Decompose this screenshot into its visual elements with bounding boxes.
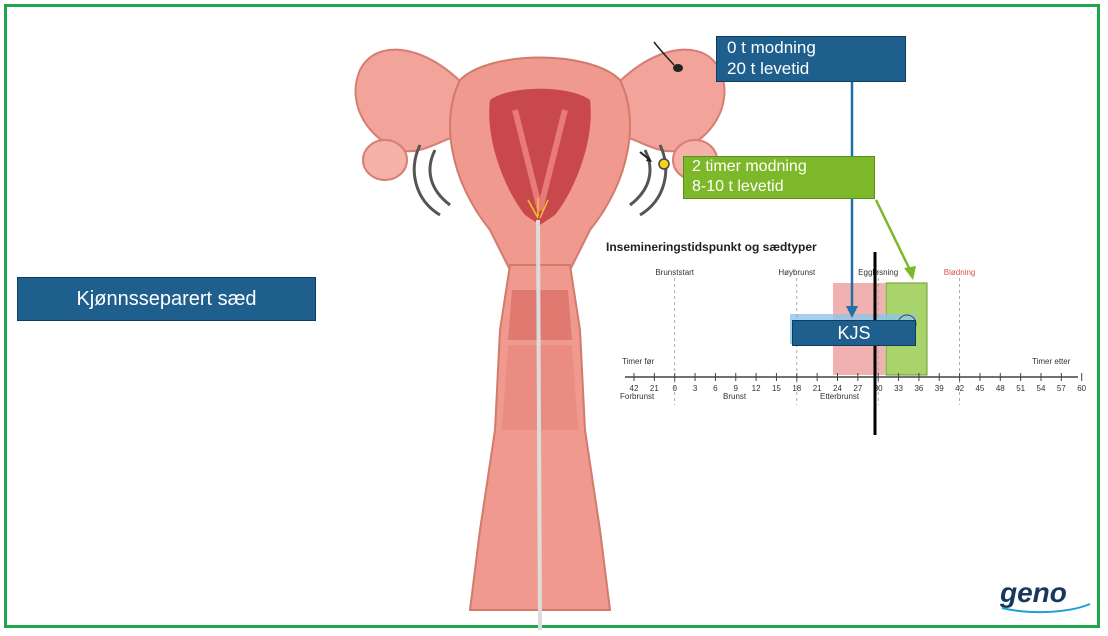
tick-label: 21	[650, 384, 659, 393]
event-label: Brunststart	[655, 268, 694, 277]
tick-label: 42	[955, 384, 964, 393]
tick-label: 18	[792, 384, 801, 393]
left-axis-label: Timer før	[622, 357, 654, 366]
tick-label: 3	[693, 384, 698, 393]
geno-logo: geno	[999, 577, 1091, 614]
tick-label: 45	[975, 384, 984, 393]
tick-label: 57	[1057, 384, 1066, 393]
tick-label: 33	[894, 384, 903, 393]
egg-maturation: 2 timer modning	[692, 158, 807, 175]
sexed-semen-text: Kjønnsseparert sæd	[76, 287, 257, 310]
tick-label: 15	[772, 384, 781, 393]
event-label: Eggløsning	[858, 268, 898, 277]
sperm-lifetime: 20 t levetid	[727, 59, 810, 78]
tick-label: 39	[935, 384, 944, 393]
tick-label: 0	[672, 384, 677, 393]
event-label: Blødning	[944, 268, 976, 277]
phase-etterbrunst: Etterbrunst	[820, 392, 860, 401]
tick-label: 42	[630, 384, 639, 393]
kjs-label: KJS	[792, 320, 916, 346]
right-axis-label: Timer etter	[1032, 357, 1071, 366]
tick-label: 24	[833, 384, 842, 393]
tick-label: 30	[874, 384, 883, 393]
tick-label: 51	[1016, 384, 1025, 393]
tick-label: 9	[734, 384, 739, 393]
tick-label: 48	[996, 384, 1005, 393]
kjs-text: KJS	[837, 322, 871, 343]
sperm-maturation: 0 t modning	[727, 38, 816, 57]
event-label: Høybrunst	[778, 268, 816, 277]
egg-info-box: 2 timer modning 8-10 t levetid	[683, 156, 875, 199]
logo-text: geno	[999, 577, 1067, 608]
tick-label: 12	[752, 384, 761, 393]
phase-forbrunst: Forbrunst	[620, 392, 655, 401]
tick-label: 36	[914, 384, 923, 393]
uterus-illustration	[354, 41, 726, 630]
tick-label: 27	[853, 384, 862, 393]
chart-title: Insemineringstidspunkt og sædtyper	[606, 240, 817, 254]
egg-lifetime: 8-10 t levetid	[692, 178, 784, 195]
sexed-semen-label: Kjønnsseparert sæd	[17, 277, 316, 321]
tick-label: 6	[713, 384, 718, 393]
sperm-info-box: 0 t modning 20 t levetid	[716, 36, 906, 82]
tick-label: 60	[1077, 384, 1086, 393]
tick-label: 54	[1037, 384, 1046, 393]
tick-label: 21	[813, 384, 822, 393]
phase-brunst: Brunst	[723, 392, 747, 401]
